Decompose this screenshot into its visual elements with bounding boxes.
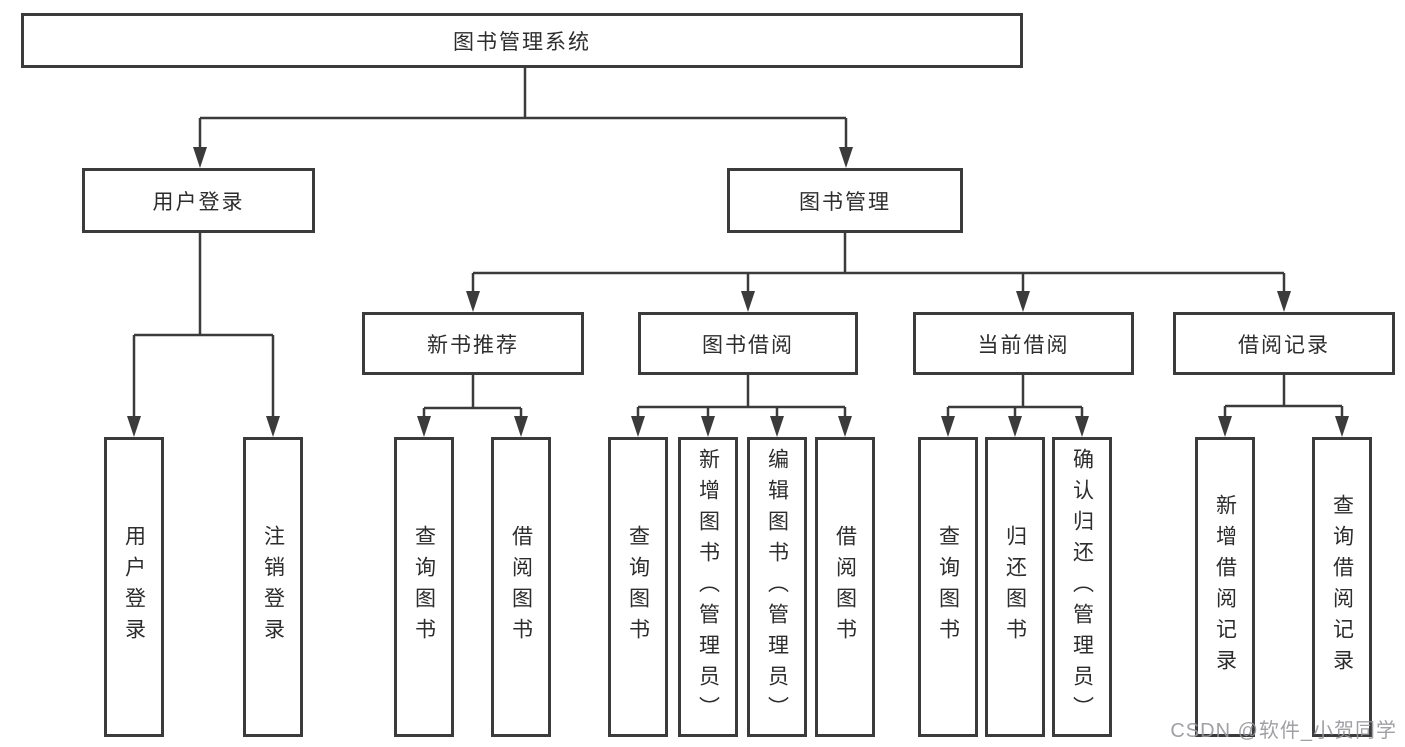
arrow-icon xyxy=(1075,416,1089,437)
connector-book-borrow-to-leaves xyxy=(636,375,847,417)
arrow-icon xyxy=(127,416,141,437)
leaf-book-borrow-edit-book-admin-label: 编辑图书（管理员） xyxy=(765,447,789,727)
leaf-book-borrow-add-book-admin: 新增图书（管理员） xyxy=(678,437,738,737)
connector-new-book-to-leaves xyxy=(422,375,523,417)
node-book-borrow: 图书借阅 xyxy=(638,312,858,375)
arrow-icon xyxy=(631,416,645,437)
node-current-borrow: 当前借阅 xyxy=(913,312,1134,375)
connector-borrow-record-to-leaves xyxy=(1223,375,1344,417)
node-new-book-recommend: 新书推荐 xyxy=(362,312,584,375)
arrow-icon xyxy=(1335,416,1349,437)
leaf-new-book-borrow-book-label: 借阅图书 xyxy=(509,525,533,649)
leaf-current-borrow-return-book: 归还图书 xyxy=(985,437,1045,737)
connector-book-management-to-level3 xyxy=(471,233,1286,292)
leaf-new-book-query-book: 查询图书 xyxy=(394,437,454,737)
leaf-current-borrow-return-book-label: 归还图书 xyxy=(1003,525,1027,649)
leaf-user-login: 用户登录 xyxy=(104,437,164,737)
leaf-new-book-borrow-book: 借阅图书 xyxy=(491,437,551,737)
leaf-new-book-query-book-label: 查询图书 xyxy=(412,525,436,649)
node-root-label: 图书管理系统 xyxy=(453,30,591,54)
leaf-current-borrow-query-book-label: 查询图书 xyxy=(936,525,960,649)
node-root: 图书管理系统 xyxy=(21,13,1023,68)
leaf-borrow-record-add-record: 新增借阅记录 xyxy=(1195,437,1255,737)
arrow-icon xyxy=(1218,416,1232,437)
arrow-icon xyxy=(1016,291,1030,312)
node-new-book-recommend-label: 新书推荐 xyxy=(427,333,519,357)
arrow-icon xyxy=(770,416,784,437)
arrow-icon xyxy=(838,416,852,437)
arrow-icon xyxy=(701,416,715,437)
leaf-borrow-record-query-record: 查询借阅记录 xyxy=(1312,437,1372,737)
arrow-icon xyxy=(1008,416,1022,437)
arrow-icon xyxy=(941,416,955,437)
arrow-icon xyxy=(266,416,280,437)
leaf-current-borrow-confirm-return-admin: 确认归还（管理员） xyxy=(1052,437,1112,737)
leaf-book-borrow-borrow-book-label: 借阅图书 xyxy=(833,525,857,649)
leaf-book-borrow-add-book-admin-label: 新增图书（管理员） xyxy=(696,447,720,727)
arrow-icon xyxy=(514,416,528,437)
leaf-borrow-record-add-record-label: 新增借阅记录 xyxy=(1213,494,1237,680)
node-book-borrow-label: 图书借阅 xyxy=(702,333,794,357)
arrow-icon xyxy=(193,147,207,168)
connector-root-to-level2 xyxy=(198,68,848,148)
connector-user-login-to-leaves xyxy=(132,233,275,417)
arrow-icon xyxy=(741,291,755,312)
arrow-icon xyxy=(839,147,853,168)
leaf-book-borrow-query-book: 查询图书 xyxy=(608,437,668,737)
leaf-current-borrow-query-book: 查询图书 xyxy=(918,437,978,737)
node-borrow-record: 借阅记录 xyxy=(1173,312,1395,375)
leaf-logout-login-label: 注销登录 xyxy=(261,525,285,649)
node-user-login-label: 用户登录 xyxy=(152,190,245,214)
node-borrow-record-label: 借阅记录 xyxy=(1238,333,1330,357)
connector-current-borrow-to-leaves xyxy=(946,375,1084,417)
leaf-book-borrow-edit-book-admin: 编辑图书（管理员） xyxy=(747,437,807,737)
arrow-icon xyxy=(1277,291,1291,312)
leaf-user-login-label: 用户登录 xyxy=(122,525,146,649)
node-book-management-label: 图书管理 xyxy=(799,190,891,214)
leaf-book-borrow-borrow-book: 借阅图书 xyxy=(815,437,875,737)
leaf-logout-login: 注销登录 xyxy=(243,437,303,737)
csdn-watermark: CSDN @软件_小贺同学 xyxy=(1170,720,1397,742)
node-user-login: 用户登录 xyxy=(82,168,315,233)
leaf-current-borrow-confirm-return-admin-label: 确认归还（管理员） xyxy=(1070,447,1094,727)
leaf-book-borrow-query-book-label: 查询图书 xyxy=(626,525,650,649)
leaf-borrow-record-query-record-label: 查询借阅记录 xyxy=(1330,494,1354,680)
arrow-icon xyxy=(417,416,431,437)
node-current-borrow-label: 当前借阅 xyxy=(977,333,1070,357)
node-book-management: 图书管理 xyxy=(727,168,963,233)
arrow-icon xyxy=(466,291,480,312)
